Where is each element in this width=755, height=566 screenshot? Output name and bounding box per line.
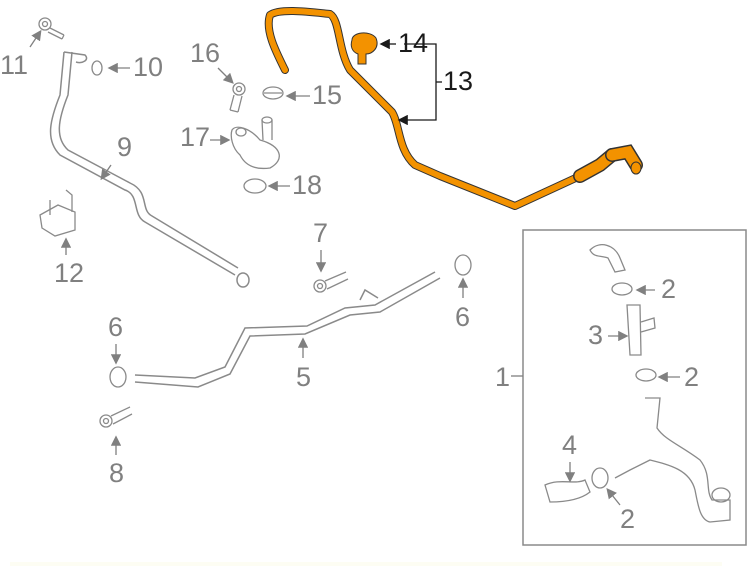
- callout-2: 2: [661, 274, 677, 304]
- callout-14: 14: [398, 28, 429, 58]
- part-6-clamp-right[interactable]: [454, 254, 472, 276]
- part-17-flange[interactable]: [230, 116, 280, 170]
- part-5-pipe[interactable]: [134, 271, 441, 388]
- part-2-clamp-c[interactable]: [591, 467, 609, 489]
- callout-18: 18: [292, 170, 323, 200]
- part-6-clamp-left[interactable]: [109, 366, 127, 388]
- callout-2: 2: [684, 362, 700, 392]
- callout-15: 15: [312, 80, 343, 110]
- part-2-clamp-b[interactable]: [635, 368, 657, 382]
- part-9-hose[interactable]: [49, 51, 250, 288]
- part-1-hose-top[interactable]: [589, 244, 626, 273]
- part-2-clamp-a[interactable]: [611, 282, 633, 296]
- callout-2: 2: [620, 504, 636, 534]
- part-12-clip[interactable]: [39, 189, 76, 237]
- callout-16: 16: [190, 38, 221, 68]
- footer-bar: [10, 562, 722, 566]
- part-1-kit-box[interactable]: [522, 229, 747, 546]
- part-7-bolt[interactable]: [313, 271, 349, 293]
- part-15-clamp[interactable]: [262, 86, 284, 100]
- callout-1: 1: [495, 362, 511, 392]
- callout-6: 6: [455, 302, 471, 332]
- callout-4: 4: [562, 430, 578, 460]
- part-16-bolt[interactable]: [229, 82, 246, 113]
- callout-11: 11: [0, 50, 29, 80]
- part-11-bolt[interactable]: [38, 17, 65, 40]
- part-18-gasket[interactable]: [243, 178, 267, 194]
- part-10-washer[interactable]: [91, 60, 103, 76]
- part-4-elbow[interactable]: [544, 479, 591, 503]
- callout-13: 13: [443, 66, 474, 96]
- callout-12: 12: [54, 258, 85, 288]
- callout-7: 7: [313, 218, 329, 248]
- callout-5: 5: [296, 362, 312, 392]
- part-3-tee[interactable]: [626, 304, 656, 356]
- part-14-clip[interactable]: [350, 32, 378, 65]
- part-13-hose-assembly[interactable]: [264, 7, 643, 210]
- callout-17: 17: [180, 122, 211, 152]
- callout-8: 8: [109, 458, 125, 488]
- callout-9: 9: [117, 132, 133, 162]
- part-1-y-hose[interactable]: [614, 397, 731, 523]
- callout-3: 3: [588, 320, 604, 350]
- callout-10: 10: [133, 52, 164, 82]
- part-8-bolt[interactable]: [99, 406, 133, 428]
- callout-6: 6: [108, 312, 124, 342]
